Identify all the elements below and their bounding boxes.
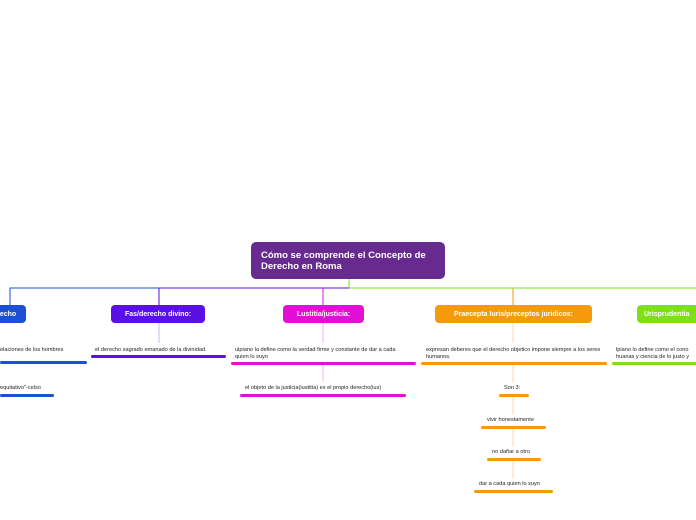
praecepta-item-5-underline [474, 490, 553, 493]
root-topic[interactable]: Cómo se comprende el Concepto de Derecho… [251, 242, 445, 279]
praecepta-item-2: Son 3: [504, 385, 521, 391]
branch-derecho[interactable]: echo [0, 305, 26, 323]
praecepta-item-4: no dañar a otro [492, 449, 530, 455]
derecho-item-1: elaciones de los hombres [0, 347, 64, 353]
derecho-item-2-underline [0, 394, 54, 397]
praecepta-item-3: vivir honestamente [487, 417, 534, 423]
branch-iustitia[interactable]: Lustitia/justicia: [283, 305, 364, 323]
iustitia-item-2-underline [240, 394, 406, 397]
branch-iurisprudentia[interactable]: Urisprudentia [637, 305, 696, 323]
praecepta-item-5: dar a cada quien lo suyo [479, 481, 540, 487]
fas-item-1: el derecho sagrado emanado de la divinid… [95, 347, 207, 353]
praecepta-item-1: expresan deberes que el derecho objetico… [426, 347, 601, 360]
connector-fas [158, 287, 349, 305]
iustitia-item-1: ulpiano la define como la verdad firme y… [235, 347, 396, 360]
branch-praecepta[interactable]: Praecepta Iuris/preceptos juridicos: [435, 305, 592, 323]
praecepta-item-4-underline [487, 458, 541, 461]
derecho-item-2: equitativo"-celso [0, 385, 41, 391]
branch-fas[interactable]: Fas/derecho divino: [111, 305, 205, 323]
praecepta-item-2-underline [499, 394, 529, 397]
derecho-item-1-underline [0, 361, 87, 364]
connector-praecepta [349, 287, 514, 305]
praecepta-item-3-underline [481, 426, 546, 429]
praecepta-item-1-underline [421, 362, 607, 365]
iustitia-item-2: el objeto de la justicia(iustitia) es el… [245, 385, 382, 391]
fas-item-1-underline [91, 355, 226, 358]
iurisprudentia-item-1-underline [612, 362, 696, 365]
iustitia-item-1-underline [231, 362, 416, 365]
iurisprudentia-item-1: lpiano lo define como el cono huanas y c… [616, 347, 690, 360]
connector-derecho [9, 287, 349, 305]
